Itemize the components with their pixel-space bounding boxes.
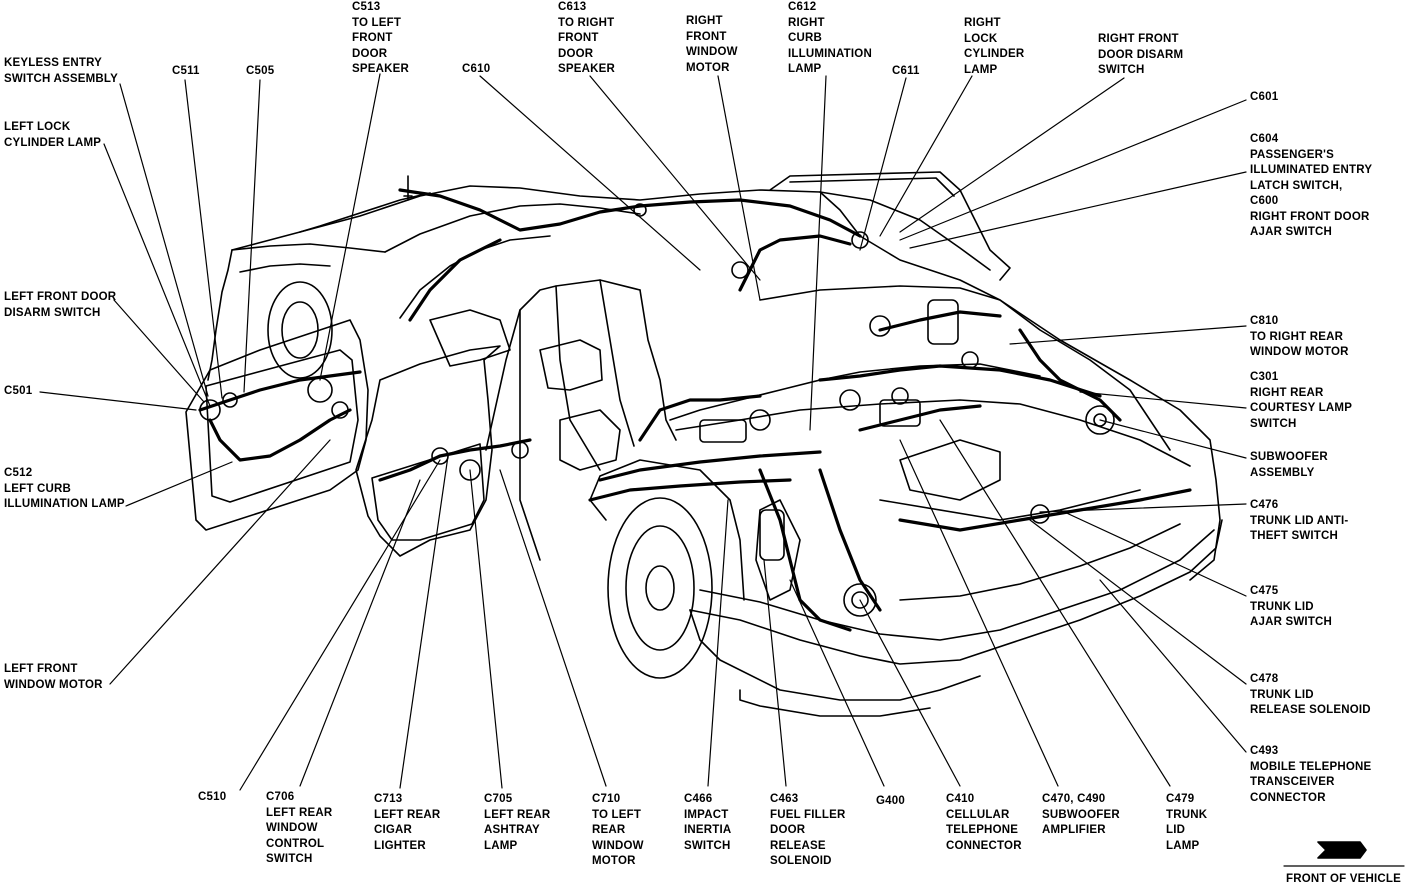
label-g400: G400 [876, 795, 905, 807]
trunk-lid [769, 171, 1011, 281]
label-c601: C601 [1250, 91, 1279, 103]
label-c713: C713 LEFT REAR CIGAR LIGHTER [374, 793, 441, 852]
label-c470: C470, C490 SUBWOOFER AMPLIFIER [1042, 793, 1120, 836]
label-c501: C501 [4, 385, 33, 397]
rear-bumper [689, 519, 1223, 665]
front-direction-arrow-icon [1283, 841, 1405, 867]
left-front-door [185, 319, 369, 531]
label-c612: C612 RIGHT CURB ILLUMINATION LAMP [788, 1, 872, 75]
label-c466: C466 IMPACT INERTIA SWITCH [684, 793, 732, 852]
label-right-front-disarm: RIGHT FRONT DOOR DISARM SWITCH [1098, 33, 1184, 76]
label-c301: C301 RIGHT REAR COURTESY LAMP SWITCH [1250, 371, 1353, 430]
label-c613: C613 TO RIGHT FRONT DOOR SPEAKER [558, 1, 615, 75]
label-left-lock-cylinder: LEFT LOCK CYLINDER LAMP [4, 121, 102, 149]
wiring-harness [198, 188, 1192, 632]
label-c706: C706 LEFT REAR WINDOW CONTROL SWITCH [266, 791, 333, 865]
label-c410: C410 CELLULAR TELEPHONE CONNECTOR [946, 793, 1022, 852]
label-subwoofer-assembly: SUBWOOFER ASSEMBLY [1250, 451, 1328, 479]
label-c476: C476 TRUNK LID ANTI- THEFT SWITCH [1250, 499, 1349, 542]
label-c511: C511 [172, 65, 200, 77]
label-c510: C510 [198, 791, 227, 803]
label-c478: C478 TRUNK LID RELEASE SOLENOID [1250, 673, 1371, 716]
label-right-front-window-motor: RIGHT FRONT WINDOW MOTOR [686, 15, 738, 74]
label-c604: C604 PASSENGER'S ILLUMINATED ENTRY LATCH… [1250, 133, 1373, 238]
label-c611: C611 [892, 65, 920, 77]
label-right-lock-cylinder: RIGHT LOCK CYLINDER LAMP [964, 17, 1025, 76]
label-c705: C705 LEFT REAR ASHTRAY LAMP [484, 793, 551, 852]
rear-left-wheel [607, 497, 713, 679]
car-body-outline [185, 171, 1223, 717]
label-c505: C505 [246, 65, 275, 77]
label-front-of-vehicle: FRONT OF VEHICLE [1286, 873, 1402, 885]
label-c513: C513 TO LEFT FRONT DOOR SPEAKER [352, 1, 409, 75]
label-left-front-disarm: LEFT FRONT DOOR DISARM SWITCH [4, 291, 117, 319]
label-c810: C810 TO RIGHT REAR WINDOW MOTOR [1250, 315, 1349, 358]
connector-components [199, 203, 1115, 617]
label-c463: C463 FUEL FILLER DOOR RELEASE SOLENOID [770, 793, 846, 867]
label-c493: C493 MOBILE TELEPHONE TRANSCEIVER CONNEC… [1250, 745, 1372, 804]
left-rear-door [355, 345, 501, 557]
label-c512: C512 LEFT CURB ILLUMINATION LAMP [4, 467, 125, 510]
label-c610: C610 [462, 63, 491, 75]
label-c475: C475 TRUNK LID AJAR SWITCH [1250, 585, 1333, 628]
label-c479: C479 TRUNK LID LAMP [1166, 793, 1208, 852]
label-left-front-window-motor: LEFT FRONT WINDOW MOTOR [4, 663, 103, 691]
leader-lines [39, 73, 1247, 791]
label-keyless-entry: KEYLESS ENTRY SWITCH ASSEMBLY [4, 57, 118, 85]
label-c710: C710 TO LEFT REAR WINDOW MOTOR [592, 793, 644, 867]
